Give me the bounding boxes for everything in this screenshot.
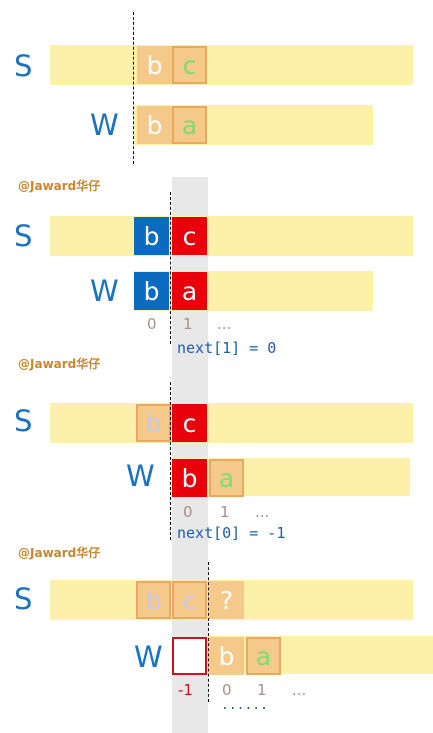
s-bar-2 — [50, 216, 413, 256]
s-label-1: S — [14, 49, 33, 83]
w-cell-b-2: b — [134, 272, 169, 310]
index-0-4: 0 — [222, 681, 232, 699]
w-cell-b-4: b — [209, 637, 244, 675]
w-cell-empty-4 — [172, 637, 207, 675]
dashed-line-1 — [133, 12, 134, 164]
w-cell-a-3: a — [209, 459, 244, 497]
w-bar-4 — [208, 636, 433, 674]
dashed-line-3 — [170, 382, 171, 540]
s-cell-c-4: c — [172, 581, 207, 619]
s-bar-3 — [50, 403, 413, 443]
s-cell-b-3: b — [136, 404, 171, 442]
next-value-2: next[1] = 0 — [177, 339, 277, 357]
index-more-4: ... — [292, 681, 307, 699]
index-0-2: 0 — [147, 315, 157, 333]
s-label-2: S — [14, 219, 33, 253]
watermark-2: @Jaward华仔 — [18, 357, 101, 371]
s-cell-c-2: c — [172, 217, 207, 255]
w-cell-b-1: b — [137, 106, 172, 144]
watermark-1: @Jaward华仔 — [18, 179, 101, 193]
s-cell-b-4: b — [136, 581, 171, 619]
index-1-2: 1 — [183, 315, 193, 333]
s-cell-c-1: c — [172, 46, 207, 84]
w-label-3: W — [126, 459, 155, 493]
s-label-3: S — [14, 404, 33, 438]
index-more-3: ... — [255, 503, 270, 521]
s-cell-c-3: c — [172, 404, 207, 442]
w-label-2: W — [90, 274, 119, 308]
w-bar-3 — [172, 458, 410, 496]
index-more-2: ... — [217, 315, 232, 333]
dashed-line-4 — [208, 562, 209, 702]
s-bar-1 — [50, 45, 413, 85]
w-cell-b-3: b — [172, 459, 207, 497]
w-cell-a-4: a — [246, 637, 281, 675]
s-cell-b-1: b — [137, 46, 172, 84]
dashed-line-2 — [170, 192, 171, 344]
s-cell-b-2: b — [134, 217, 169, 255]
next-value-3: next[0] = -1 — [177, 524, 286, 542]
dots-4: ...... — [221, 698, 268, 713]
w-cell-a-2: a — [172, 272, 207, 310]
watermark-3: @Jaward华仔 — [18, 546, 101, 560]
index-1-3: 1 — [220, 503, 230, 521]
index-neg1-4: -1 — [178, 681, 193, 699]
s-label-4: S — [14, 582, 33, 616]
index-1-4: 1 — [257, 681, 267, 699]
w-label-4: W — [134, 640, 163, 674]
index-0-3: 0 — [183, 503, 193, 521]
w-cell-a-1: a — [172, 106, 207, 144]
w-label-1: W — [90, 108, 119, 142]
s-cell-unknown-4: ? — [209, 581, 244, 619]
